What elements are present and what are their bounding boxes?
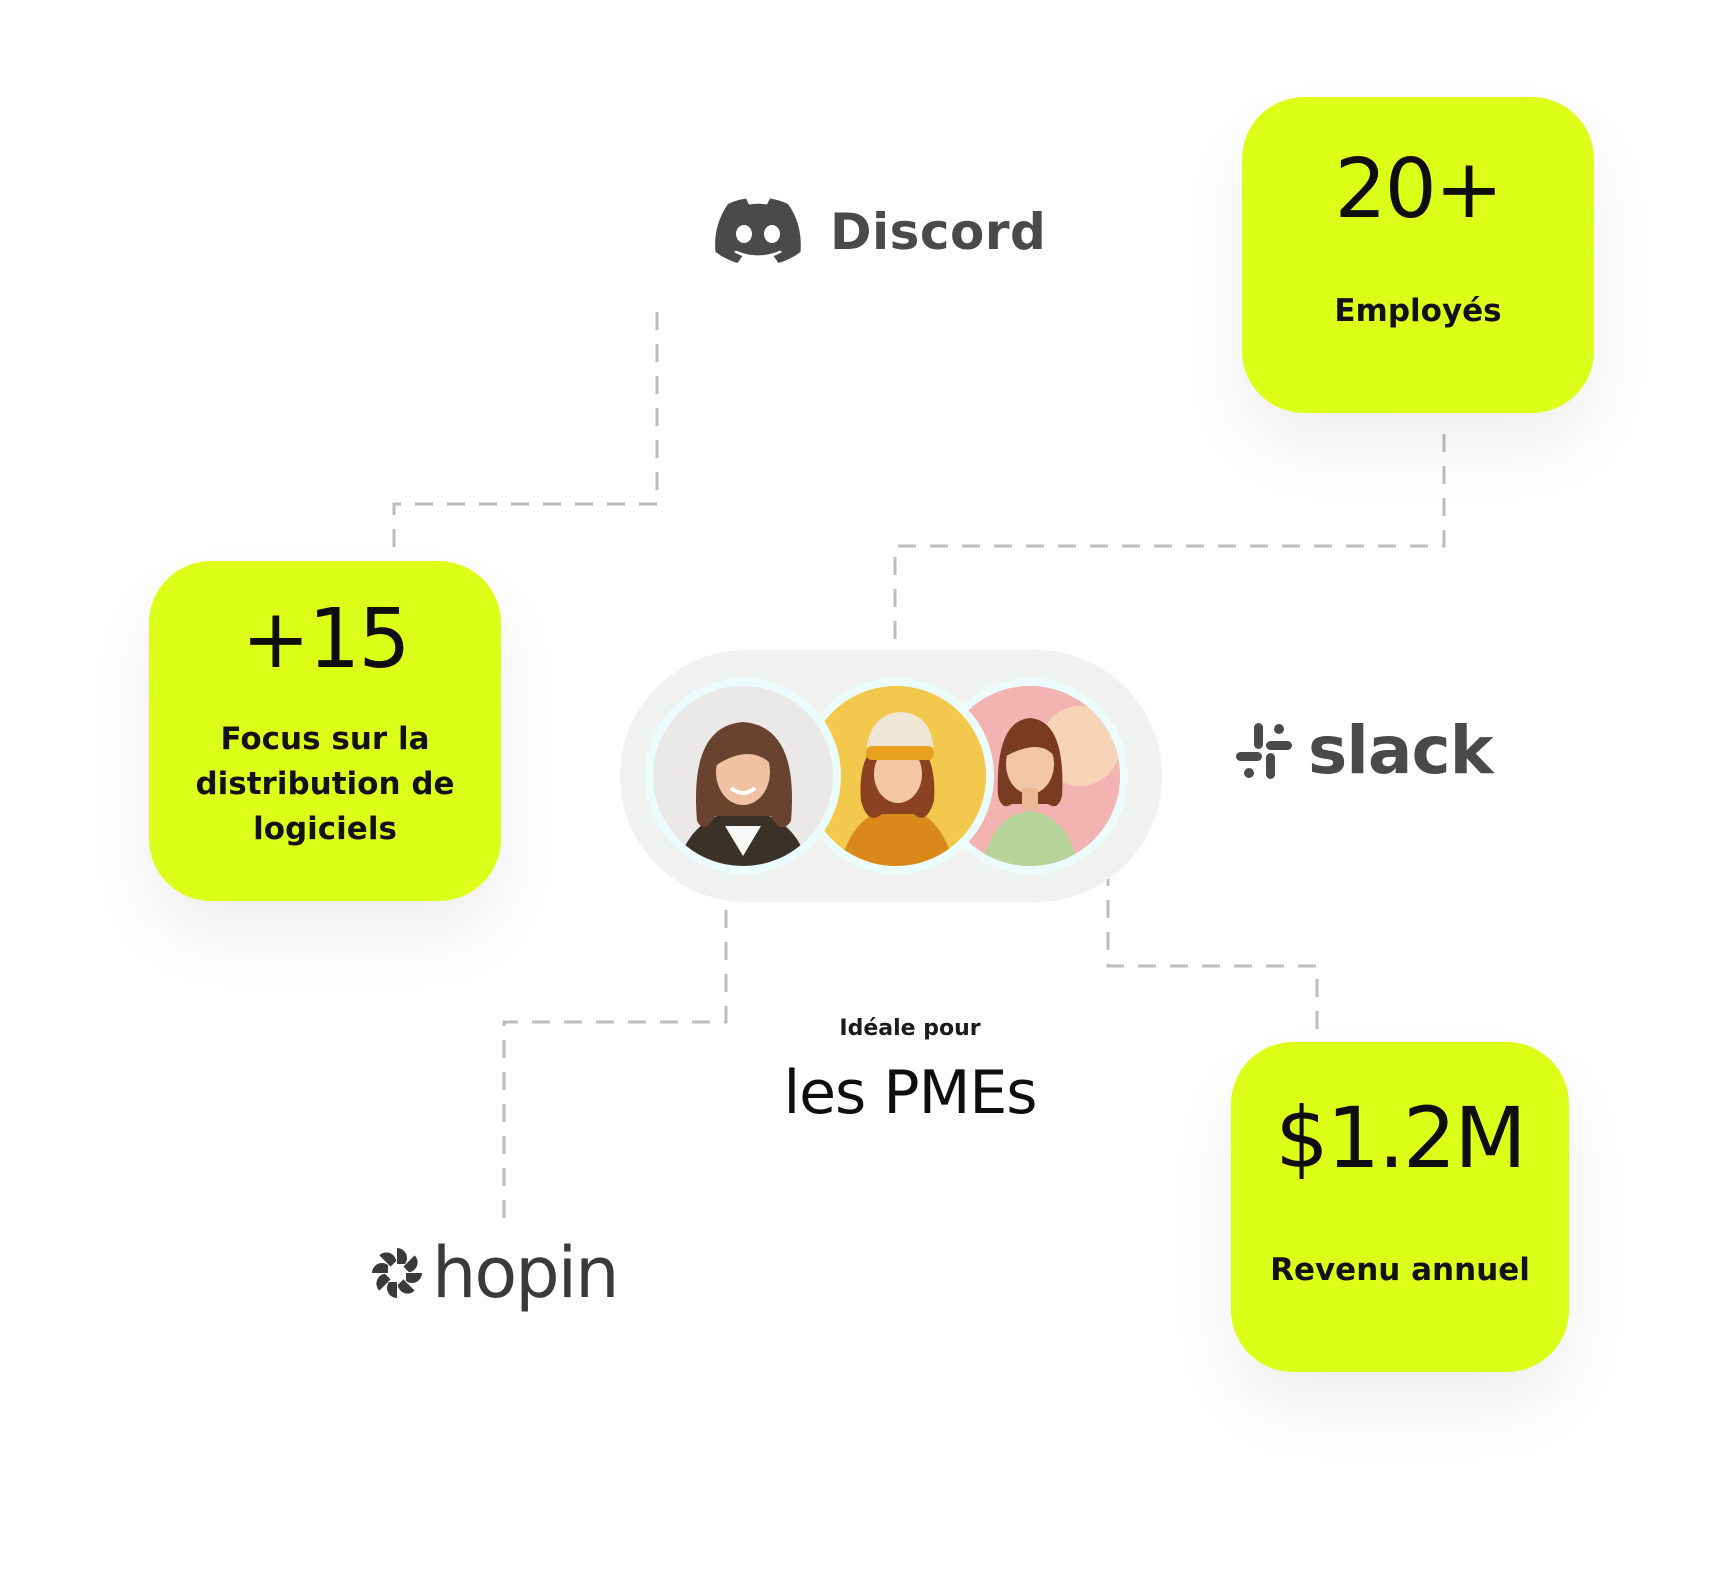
stat-card-focus: +15 Focus sur la distribution de logicie… [149,561,501,901]
connector-avatars-hopin [502,910,728,1230]
stat-card-employees: 20+ Employés [1242,97,1594,413]
stat-value: +15 [241,592,410,687]
connector-employees-avatars [893,434,1446,650]
stat-value: $1.2M [1275,1089,1527,1187]
slack-wordmark: slack [1308,712,1493,789]
tagline-eyebrow: Idéale pour [839,1016,981,1041]
avatar [645,678,841,874]
stat-label: Focus sur la distribution de logiciels [195,721,455,847]
connector-avatars-revenue [1106,868,1319,1030]
hopin-wordmark: hopin [432,1232,619,1314]
stat-label: Revenu annuel [1270,1252,1530,1288]
stat-card-revenue: $1.2M Revenu annuel [1231,1042,1569,1372]
stat-label: Employés [1334,293,1502,329]
discord-logo: Discord [714,198,1046,266]
person-illustration [653,686,833,866]
discord-wordmark: Discord [830,203,1047,261]
person-illustration [940,686,1120,866]
slack-logo: slack [1234,712,1493,789]
avatar-group [620,650,1162,902]
tagline-heading: les PMEs [783,1058,1037,1128]
avatar [932,678,1128,874]
stat-value: 20+ [1334,142,1503,237]
avatar [798,678,994,874]
hopin-logo: hopin [368,1232,619,1314]
connector-discord-focus [392,312,659,561]
discord-icon [715,198,801,263]
slack-icon [1236,722,1292,779]
hopin-icon [372,1248,422,1298]
